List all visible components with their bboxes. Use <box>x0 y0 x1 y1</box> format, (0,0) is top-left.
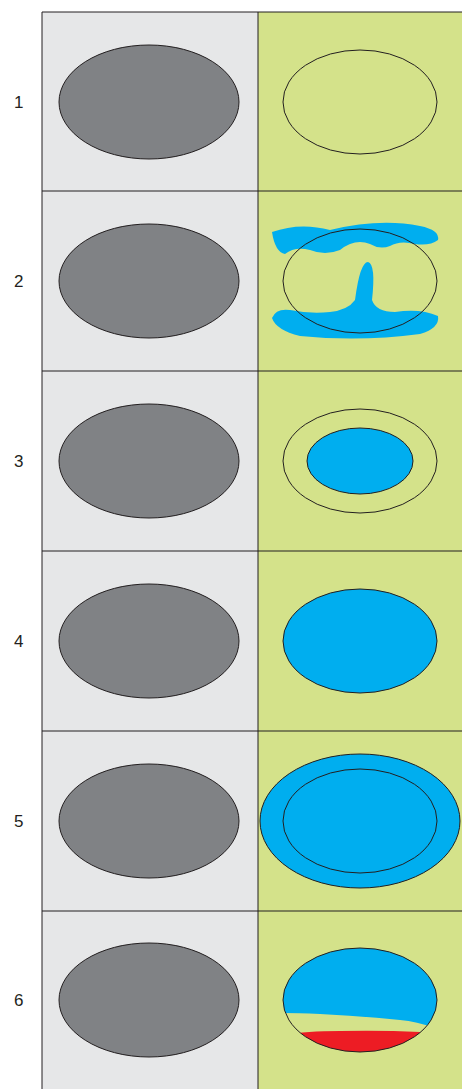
row-number: 5 <box>14 813 23 830</box>
filled-ellipse <box>283 589 437 693</box>
table-grid <box>42 12 462 1089</box>
layered-ellipse <box>280 940 440 1060</box>
inner-core-ellipse <box>283 409 437 513</box>
row-number: 4 <box>14 633 23 650</box>
halo-ellipse <box>260 754 460 888</box>
row-number: 2 <box>14 273 23 290</box>
patchy-ellipse <box>272 223 438 339</box>
grey-ellipses <box>59 45 239 1057</box>
row-number: 6 <box>14 992 23 1009</box>
row-number: 3 <box>14 453 23 470</box>
empty-ellipse <box>283 50 437 154</box>
row-number: 1 <box>14 94 23 111</box>
